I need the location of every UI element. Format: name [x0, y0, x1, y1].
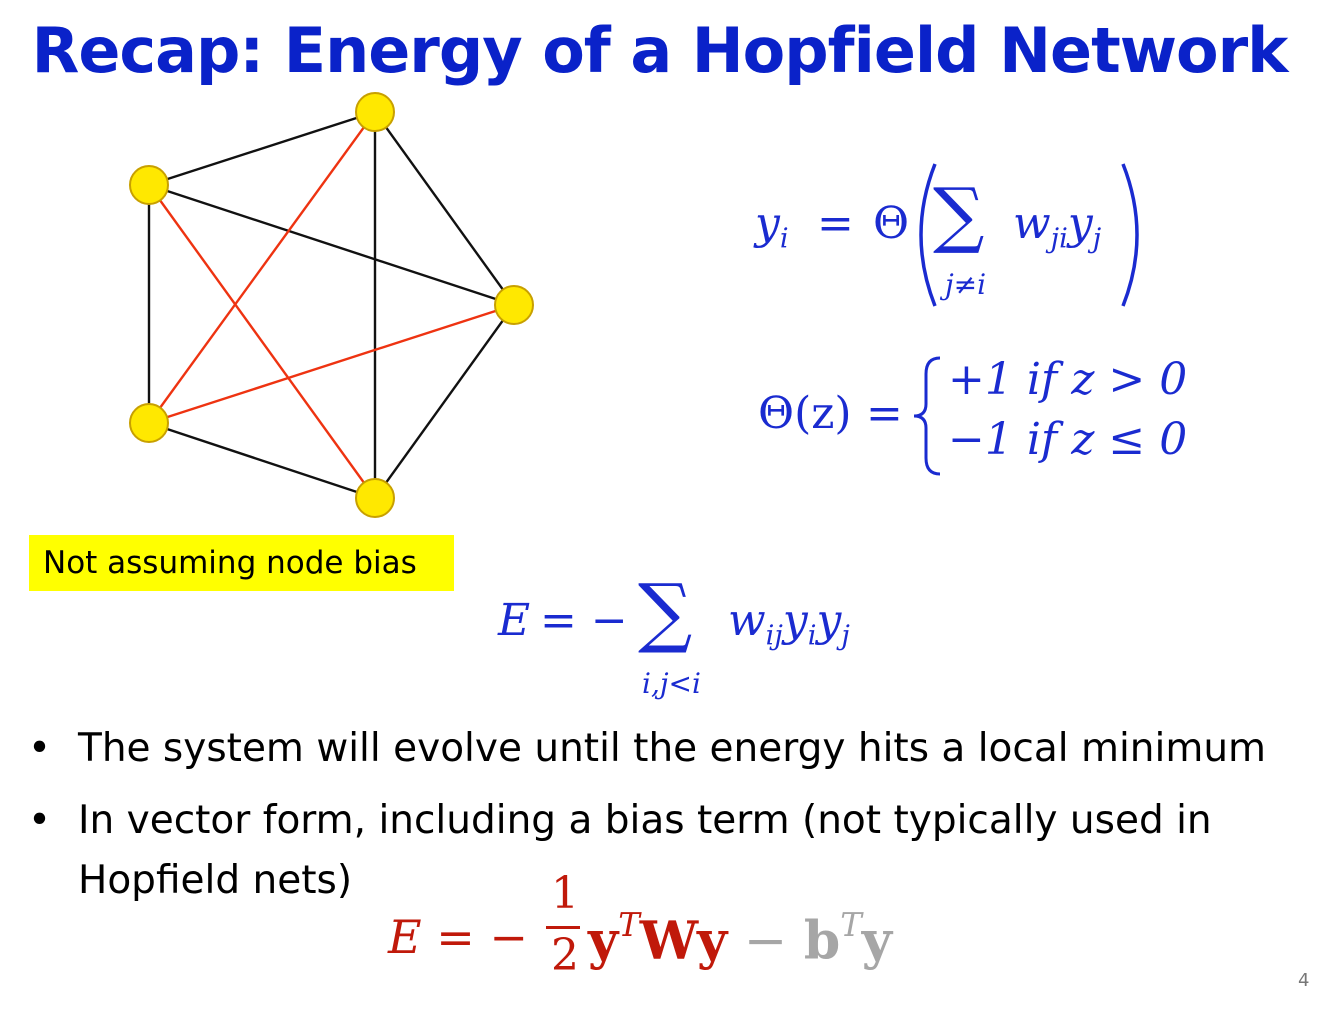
- eq-w: w: [1013, 198, 1051, 249]
- sum-symbol: ∑: [933, 172, 985, 256]
- vec-denominator: 2: [551, 930, 579, 981]
- vec-numerator: 1: [551, 868, 579, 919]
- graph-node: [355, 92, 395, 132]
- vec-transpose: T: [618, 906, 640, 944]
- fraction-bar: [546, 926, 580, 929]
- energy-w: w: [728, 595, 766, 646]
- eq-theta: Θ: [873, 198, 910, 249]
- page-number: 4: [1298, 970, 1310, 991]
- graph-nodes: [129, 92, 534, 518]
- left-brace: [913, 356, 941, 476]
- bullet-item: • The system will evolve until the energ…: [28, 718, 1308, 780]
- eq-w-sub: ji: [1050, 223, 1068, 255]
- eq-equals: =: [817, 198, 854, 249]
- vec-lhs: E = −: [388, 910, 528, 964]
- edge-red: [148, 184, 376, 499]
- vec-minus: −: [743, 911, 788, 972]
- eq-y-sub: i: [779, 223, 789, 255]
- graph-node: [129, 403, 169, 443]
- energy-E: E: [498, 595, 531, 646]
- edge-black: [148, 110, 376, 187]
- edge-red: [148, 303, 515, 425]
- energy-yi-sub: i: [807, 620, 817, 652]
- vec-y: y: [588, 910, 619, 972]
- bullet-text: In vector form, including a bias term (n…: [78, 798, 1212, 843]
- vec-b: b: [803, 910, 841, 972]
- graph-node: [129, 165, 169, 205]
- bullet-text: Hopfield nets): [78, 858, 353, 903]
- case-positive: +1 if z > 0: [948, 354, 1188, 405]
- node-bias-note: Not assuming node bias: [29, 535, 454, 591]
- edge-red: [148, 111, 376, 424]
- case-negative: −1 if z ≤ 0: [948, 414, 1188, 465]
- energy-yj-sub: j: [841, 620, 850, 652]
- vector-energy-equation: E = − 1 2 yTWy − bTy: [388, 868, 928, 1008]
- vec-y3: y: [861, 910, 892, 972]
- energy-w-sub: ij: [765, 620, 783, 652]
- sum-subscript: j≠i: [945, 268, 987, 301]
- theta-z: Θ(z): [758, 388, 852, 439]
- eq-yj: y: [1067, 198, 1093, 249]
- threshold-equation: Θ(z) = +1 if z > 0 −1 if z ≤ 0: [758, 352, 1208, 482]
- energy-sum-subscript: i,j<i: [642, 667, 701, 700]
- vec-W: W: [639, 910, 697, 972]
- edge-black: [374, 304, 515, 499]
- energy-yj: y: [816, 595, 842, 646]
- edge-black: [374, 111, 515, 306]
- bullet-marker: •: [28, 726, 52, 771]
- vec-y2: y: [697, 910, 728, 972]
- bullet-text: The system will evolve until the energy …: [78, 726, 1267, 771]
- graph-node: [355, 478, 395, 518]
- energy-yi: y: [782, 595, 808, 646]
- edge-black: [148, 421, 376, 500]
- bullet-item: • In vector form, including a bias term …: [28, 790, 1308, 852]
- bullet-marker: •: [28, 798, 52, 843]
- activation-equation: yi = Θ ∑ j≠i wjiyj: [755, 160, 1175, 310]
- edge-black: [148, 183, 515, 307]
- eq-yj-sub: j: [1092, 223, 1102, 255]
- vec-b-transpose: T: [840, 906, 862, 944]
- energy-sum-symbol: ∑: [638, 567, 693, 656]
- theta-equals: =: [866, 388, 903, 439]
- eq-y: y: [755, 198, 780, 249]
- hopfield-network-graph: [129, 92, 534, 518]
- bullet-continuation: Hopfield nets): [28, 850, 628, 912]
- graph-node: [494, 285, 534, 325]
- energy-equals-minus: = −: [540, 595, 628, 646]
- right-paren: [1121, 163, 1139, 307]
- slide-title: Recap: Energy of a Hopfield Network: [31, 14, 1289, 87]
- energy-equation: E = − ∑ i,j<i wijyiyj: [498, 565, 918, 705]
- left-paren: [919, 163, 937, 307]
- graph-edges: [147, 110, 515, 500]
